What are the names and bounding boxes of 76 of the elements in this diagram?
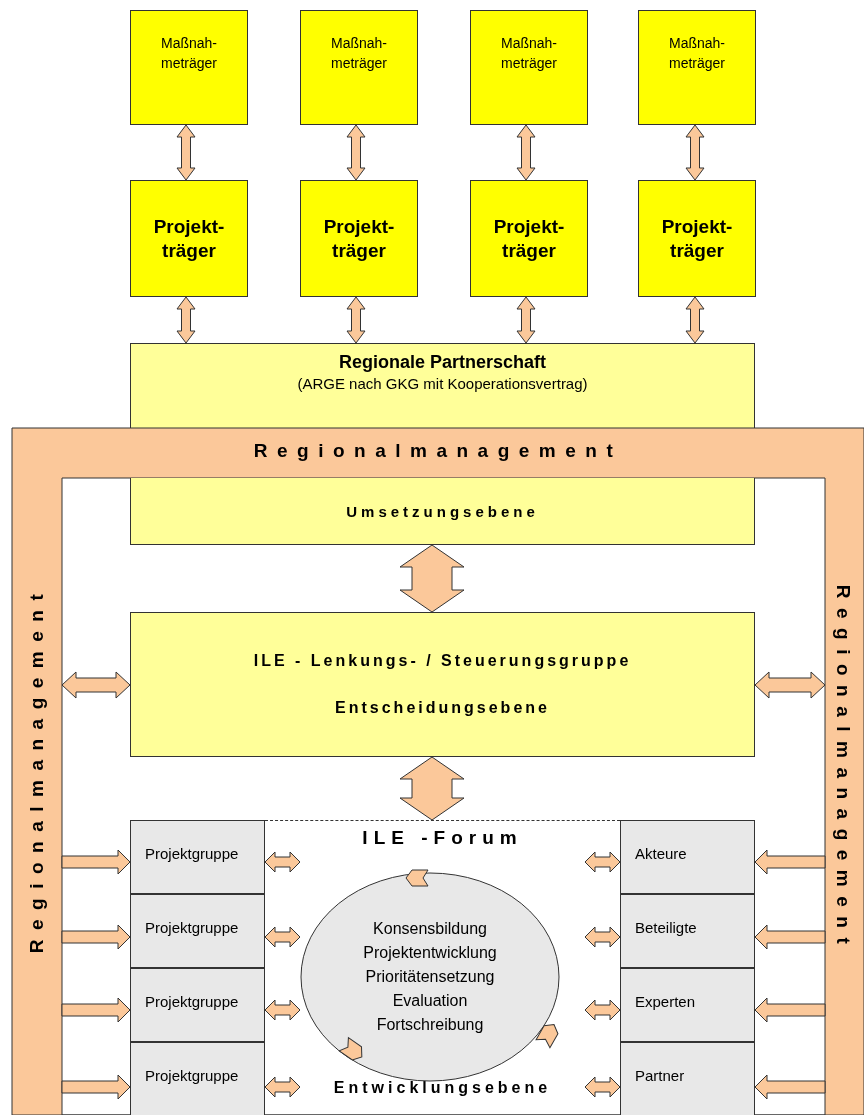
level-label: Entwicklungsebene <box>332 1079 553 1097</box>
box-title: Regionale Partnerschaft <box>338 352 547 373</box>
block-arrow <box>61 1074 131 1100</box>
stakeholder-label: Partner <box>635 1067 685 1084</box>
block-arrow <box>685 296 705 344</box>
stakeholder-box <box>620 968 755 1042</box>
level-label: Entscheidungsebene <box>335 699 550 718</box>
stakeholder-label: Akteure <box>635 845 687 862</box>
role-label: Maßnah- meträger <box>668 34 726 73</box>
frame-label: Regionalmanagement <box>252 440 624 462</box>
role-label: Maßnah- meträger <box>330 34 388 73</box>
group-box <box>130 894 265 968</box>
block-arrow <box>584 999 621 1021</box>
box-subtitle: (ARGE nach GKG mit Kooperationsvertrag) <box>297 375 588 392</box>
role-box <box>300 180 418 297</box>
area-title: ILE -Forum <box>361 827 524 849</box>
block-arrow <box>516 296 536 344</box>
group-box <box>130 820 265 894</box>
block-arrow <box>264 926 301 948</box>
role-box <box>638 10 756 125</box>
stakeholder-label: Experten <box>635 993 696 1010</box>
block-arrow <box>516 124 536 181</box>
group-label: Projektgruppe <box>145 845 239 862</box>
group-label: Projektgruppe <box>145 1067 239 1084</box>
block-arrow <box>584 1076 621 1098</box>
stakeholder-box <box>620 894 755 968</box>
block-arrow <box>754 849 826 875</box>
frame-label: Regionalmanagement <box>832 583 854 956</box>
role-box <box>638 180 756 297</box>
block-arrow <box>176 296 196 344</box>
block-arrow <box>346 296 366 344</box>
block-arrow <box>754 997 826 1023</box>
block-arrow <box>264 1076 301 1098</box>
group-label: Projektgruppe <box>145 919 239 936</box>
process-ellipse <box>300 872 560 1082</box>
stakeholder-box <box>620 820 755 894</box>
role-label: Projekt- träger <box>660 214 734 263</box>
block-arrow <box>61 924 131 950</box>
level-label: Umsetzungsebene <box>346 502 539 520</box>
group-label: Projektgruppe <box>145 993 239 1010</box>
partnership-box <box>130 343 755 429</box>
role-box <box>130 180 248 297</box>
management-frame <box>12 428 864 1115</box>
block-arrow <box>399 756 465 821</box>
group-box <box>130 1042 265 1115</box>
box-title: ILE - Lenkungs- / Steuerungsgruppe <box>253 651 632 670</box>
role-label: Projekt- träger <box>152 214 226 263</box>
role-box <box>130 10 248 125</box>
decision-box <box>130 612 755 757</box>
block-arrow <box>685 124 705 181</box>
block-arrow <box>61 849 131 875</box>
block-arrow <box>346 124 366 181</box>
activity-list: Konsensbildung Projektentwicklung Prioritätensetzung Evaluation Fortschreibung <box>345 917 515 1037</box>
block-arrow <box>754 1074 826 1100</box>
frame-label: Regionalmanagement <box>26 583 48 956</box>
block-arrow <box>61 671 131 699</box>
role-label: Projekt- träger <box>492 214 566 263</box>
block-arrow <box>754 671 826 699</box>
block-arrow <box>264 999 301 1021</box>
block-arrow <box>754 924 826 950</box>
block-arrow <box>584 926 621 948</box>
level-box <box>130 478 755 545</box>
block-arrow <box>584 851 621 873</box>
block-arrow <box>61 997 131 1023</box>
block-arrow <box>264 851 301 873</box>
stakeholder-box <box>620 1042 755 1115</box>
role-box <box>470 10 588 125</box>
role-label: Projekt- träger <box>322 214 396 263</box>
block-arrow <box>176 124 196 181</box>
role-label: Maßnah- meträger <box>160 34 218 73</box>
role-box <box>470 180 588 297</box>
role-label: Maßnah- meträger <box>500 34 558 73</box>
block-arrow <box>399 544 465 613</box>
group-box <box>130 968 265 1042</box>
role-box <box>300 10 418 125</box>
stakeholder-label: Beteiligte <box>635 919 697 936</box>
